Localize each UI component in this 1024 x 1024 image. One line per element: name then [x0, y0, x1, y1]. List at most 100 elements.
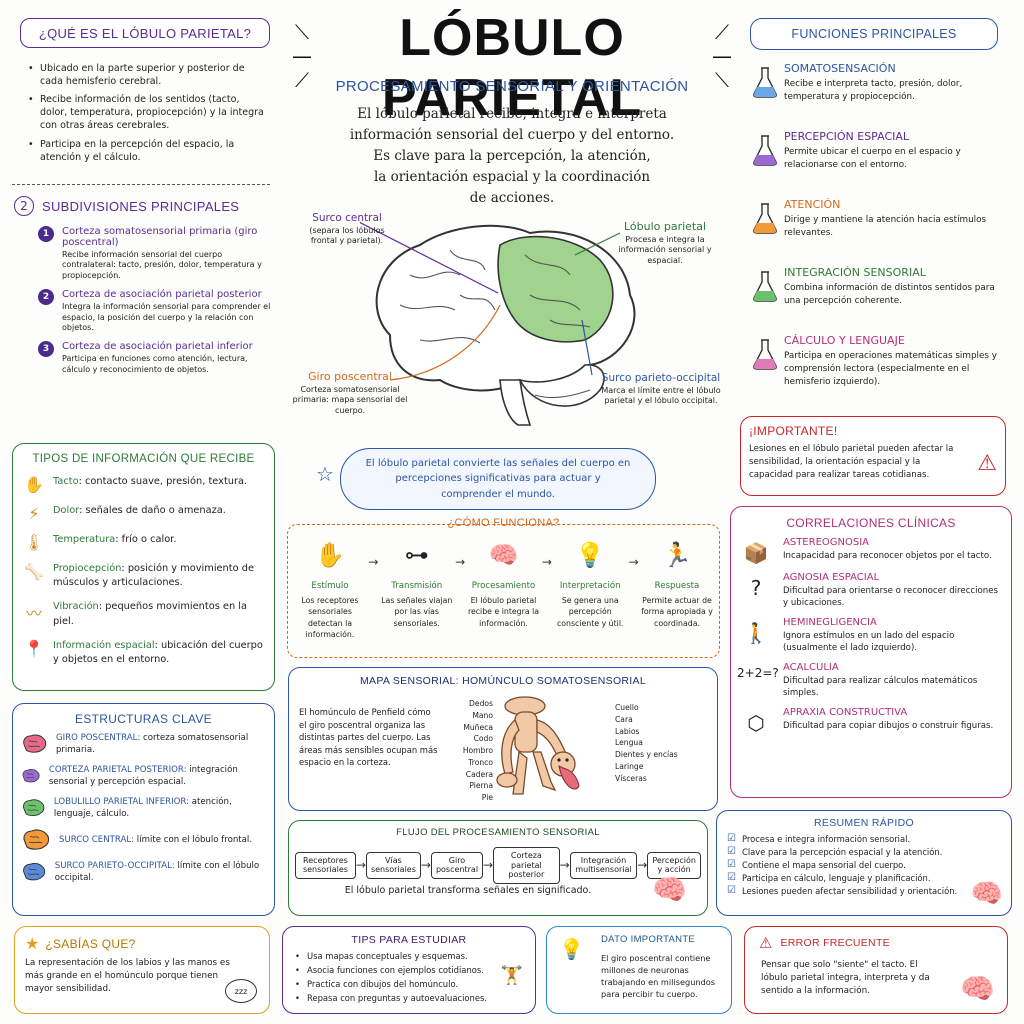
- brain-icon: 🧠: [960, 972, 995, 1005]
- estructura-desc: integración sensorial y percepción espac…: [48, 765, 238, 788]
- estructura-item: SURCO PARIETO-OCCIPITAL: límite con el l…: [21, 860, 266, 884]
- tipo-name: Información espacial: [53, 639, 155, 651]
- subdivision-name: Corteza somatosensorial primaria (giro p…: [62, 226, 258, 248]
- brain-icon: [23, 829, 50, 850]
- giro-pointer: [389, 304, 501, 381]
- correlacion-desc: Dificultad para realizar cálculos matemá…: [783, 675, 978, 699]
- flujo-step: Integración multisensorial: [569, 851, 638, 879]
- neuron-icon: ⊶: [404, 541, 429, 569]
- importante-box: ¡IMPORTANTE! Lesiones en el lóbulo parie…: [740, 416, 1006, 496]
- homunculus-label: Pie: [481, 793, 493, 803]
- homunculus-label: Mano: [472, 710, 493, 720]
- parietal-lobe-region: [497, 235, 614, 343]
- correlacion-name: AGNOSIA ESPACIAL: [783, 572, 880, 583]
- location-pin-icon: 📍: [24, 638, 44, 658]
- subdivision-item: 3 Corteza de asociación parietal inferio…: [38, 341, 278, 375]
- warning-icon: ⚠: [977, 451, 997, 476]
- hand-icon: ✋: [24, 475, 44, 494]
- estructura-item: GIRO POSCENTRAL: corteza somatosensorial…: [21, 732, 266, 756]
- arrow-icon: →: [368, 555, 379, 569]
- checkbox-icon: ☑: [727, 872, 736, 883]
- resumen-text: Contiene el mapa sensorial del cuerpo.: [741, 859, 906, 870]
- arrow-icon: →: [455, 555, 466, 569]
- tipos-box: TIPOS DE INFORMACIÓN QUE RECIBE ✋Tacto: …: [12, 443, 275, 691]
- funcion-name: PERCEPCIÓN ESPACIAL: [784, 130, 910, 143]
- checkbox-icon: ☑: [727, 885, 736, 896]
- homunculus-label: Dientes y encías: [615, 750, 678, 760]
- correlacion-name: HEMINEGLIGENCIA: [783, 616, 877, 628]
- callout-cloud: El lóbulo parietal convierte las señales…: [340, 448, 656, 510]
- tip-item: Asocia funciones con ejemplos cotidianos…: [293, 965, 493, 976]
- number-badge: 3: [38, 341, 54, 358]
- que-es-title: ¿QUÉ ES EL LÓBULO PARIETAL?: [38, 25, 252, 41]
- cerebellum: [518, 364, 605, 407]
- homunculus-label: Laringe: [615, 761, 644, 771]
- estructura-item: CORTEZA PARIETAL POSTERIOR: integración …: [21, 764, 266, 788]
- divider: [12, 184, 270, 185]
- mapa-box: MAPA SENSORIAL: HOMÚNCULO SOMATOSENSORIA…: [288, 667, 718, 811]
- tipos-list: ✋Tacto: contacto suave, presión, textura…: [13, 465, 274, 667]
- page-title: ⟍—⟋ ⟋—⟍ LÓBULO PARIETAL: [292, 8, 732, 128]
- brain-icon: [23, 799, 45, 817]
- flask-icon: [753, 67, 777, 98]
- surco-central-pointer: [360, 221, 499, 294]
- funcion-desc: Permite ubicar el cuerpo en el espacio y…: [784, 147, 961, 170]
- step-name: Estímulo: [311, 581, 349, 591]
- estructuras-list: GIRO POSCENTRAL: corteza somatosensorial…: [13, 726, 274, 884]
- tipo-name: Dolor: [53, 505, 80, 516]
- funcion-name: SOMATOSENSACIÓN: [784, 62, 896, 75]
- homunculus-label: Cuello: [615, 703, 639, 712]
- flujo-steps: Receptores sensoriales→Vías sensoriales→…: [295, 847, 701, 884]
- flask-icon: [753, 203, 777, 234]
- tipo-desc: : frío o calor.: [115, 534, 177, 545]
- brain-icon: [23, 863, 46, 881]
- step-desc: El lóbulo parietal recibe e integra la i…: [467, 596, 540, 628]
- section-number-badge: 2: [14, 196, 34, 216]
- subdivisiones-title: SUBDIVISIONES PRINCIPALES: [42, 198, 240, 214]
- subdivision-desc: Recibe información sensorial del cuerpo …: [62, 250, 262, 280]
- funcion-name: CÁLCULO Y LENGUAJE: [784, 334, 905, 347]
- main-title: LÓBULO PARIETAL: [381, 9, 643, 127]
- arrow-icon: →: [637, 858, 648, 873]
- resumen-item: ☑Lesiones pueden afectar sensibilidad y …: [727, 885, 1003, 896]
- tipo-name: Propiocepción: [53, 563, 122, 574]
- flujo-caption: El lóbulo parietal transforma señales en…: [344, 885, 592, 896]
- estructura-name: GIRO POSCENTRAL:: [55, 733, 141, 743]
- resumen-item: ☑Participa en cálculo, lenguaje y planif…: [727, 872, 1003, 883]
- dato-box: 💡 DATO IMPORTANTE El giro poscentral con…: [546, 926, 732, 1014]
- resumen-item: ☑Clave para la percepción espacial y la …: [727, 846, 1003, 857]
- label-surco-parieto-occipital: Surco parieto-occipital Marca el límite …: [601, 372, 721, 406]
- funcion-name: INTEGRACIÓN SENSORIAL: [784, 266, 926, 279]
- flujo-step: Corteza parietal posterior: [493, 847, 560, 884]
- arrow-icon: →: [420, 858, 431, 873]
- arrow-icon: →: [355, 858, 366, 873]
- tip-item: Repasa con preguntas y autoevaluaciones.: [293, 993, 493, 1004]
- que-es-list: Ubicado en la parte superior y posterior…: [26, 62, 266, 169]
- correlacion-name: ACALCULIA: [783, 661, 839, 673]
- person-icon: 🚶: [743, 620, 769, 645]
- que-es-box: ¿QUÉ ES EL LÓBULO PARIETAL?: [20, 18, 270, 48]
- accent-strokes-left: ⟍—⟋: [292, 20, 312, 92]
- funcion-name: ATENCIÓN: [784, 198, 841, 211]
- brain-icon: 🧠: [488, 541, 519, 569]
- tip-item: Usa mapas conceptuales y esquemas.: [293, 951, 493, 962]
- arrow-icon: →: [559, 858, 570, 873]
- correlacion-desc: Dificultad para orientarse o reconocer d…: [783, 586, 998, 609]
- homunculus-label: Hombro: [462, 746, 493, 756]
- homunculus-label: Cadera: [465, 769, 493, 779]
- tipo-desc: : señales de daño o amenaza.: [79, 505, 226, 516]
- tips-box: TIPS PARA ESTUDIAR Usa mapas conceptuale…: [282, 926, 536, 1014]
- subdivision-desc: Integra la información sensorial para co…: [62, 302, 271, 332]
- subdivision-item: 1 Corteza somatosensorial primaria (giro…: [38, 226, 278, 281]
- step-name: Transmisión: [391, 581, 443, 591]
- homunculus-label: Codo: [473, 734, 493, 744]
- homunculus-label: Tronco: [468, 757, 493, 767]
- flask-icon: [753, 339, 777, 370]
- resumen-box: RESUMEN RÁPIDO ☑Procesa e integra inform…: [716, 810, 1012, 916]
